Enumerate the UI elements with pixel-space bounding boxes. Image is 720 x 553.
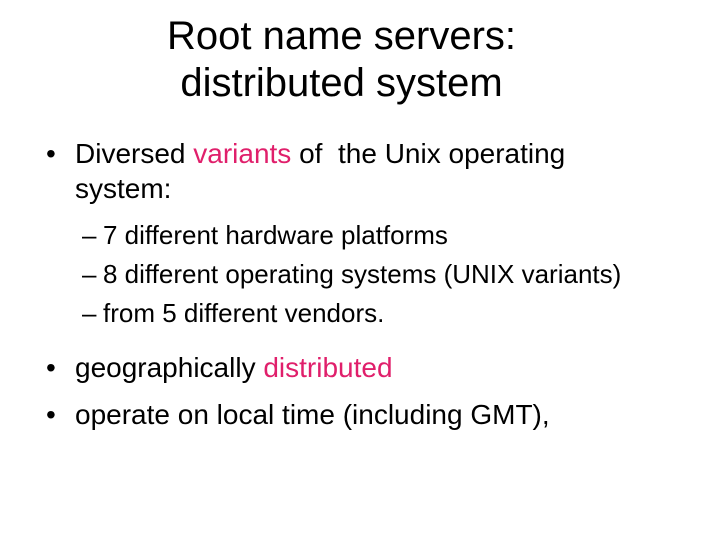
slide: Root name servers: distributed system • …: [0, 13, 720, 553]
sub-bullet-operating-systems: – 8 different operating systems (UNIX va…: [0, 255, 720, 294]
sub-bullet-text: 8 different operating systems (UNIX vari…: [103, 259, 622, 289]
bullet-text-post: of the Unix operating system:: [75, 138, 574, 204]
sub-bullet-list: – 7 different hardware platforms – 8 dif…: [0, 216, 720, 333]
dash-marker: –: [82, 220, 97, 250]
slide-title: Root name servers: distributed system: [0, 13, 720, 107]
bullet-marker: •: [46, 352, 56, 383]
bullet-local-time: • operate on local time (including GMT),: [0, 397, 720, 432]
sub-bullet-text: 7 different hardware platforms: [103, 220, 448, 250]
slide-title-line2: distributed system: [180, 61, 503, 105]
bullet-text: geographically distributed: [75, 350, 393, 385]
bullet-geographically-distributed: • geographically distributed: [0, 350, 720, 385]
bullet-text-highlight: distributed: [263, 352, 393, 383]
slide-title-line1: Root name servers:: [166, 14, 517, 58]
bullet-diversed-variants: • Diversed variants of the Unix operatin…: [0, 136, 720, 206]
sub-bullet-text: from 5 different vendors.: [103, 298, 385, 328]
bullet-text: Diversed variants of the Unix operating …: [75, 136, 665, 206]
sub-bullet-vendors: – from 5 different vendors.: [0, 294, 720, 333]
bullet-text: operate on local time (including GMT),: [75, 399, 550, 430]
bullet-marker: •: [46, 138, 56, 169]
bullet-marker: •: [46, 399, 56, 430]
dash-marker: –: [82, 298, 97, 328]
bullet-text-highlight: variants: [193, 138, 292, 169]
dash-marker: –: [82, 259, 97, 289]
sub-bullet-hardware-platforms: – 7 different hardware platforms: [0, 216, 720, 255]
bullet-text-pre: Diversed: [75, 138, 194, 169]
bullet-text-pre: geographically: [75, 352, 264, 383]
